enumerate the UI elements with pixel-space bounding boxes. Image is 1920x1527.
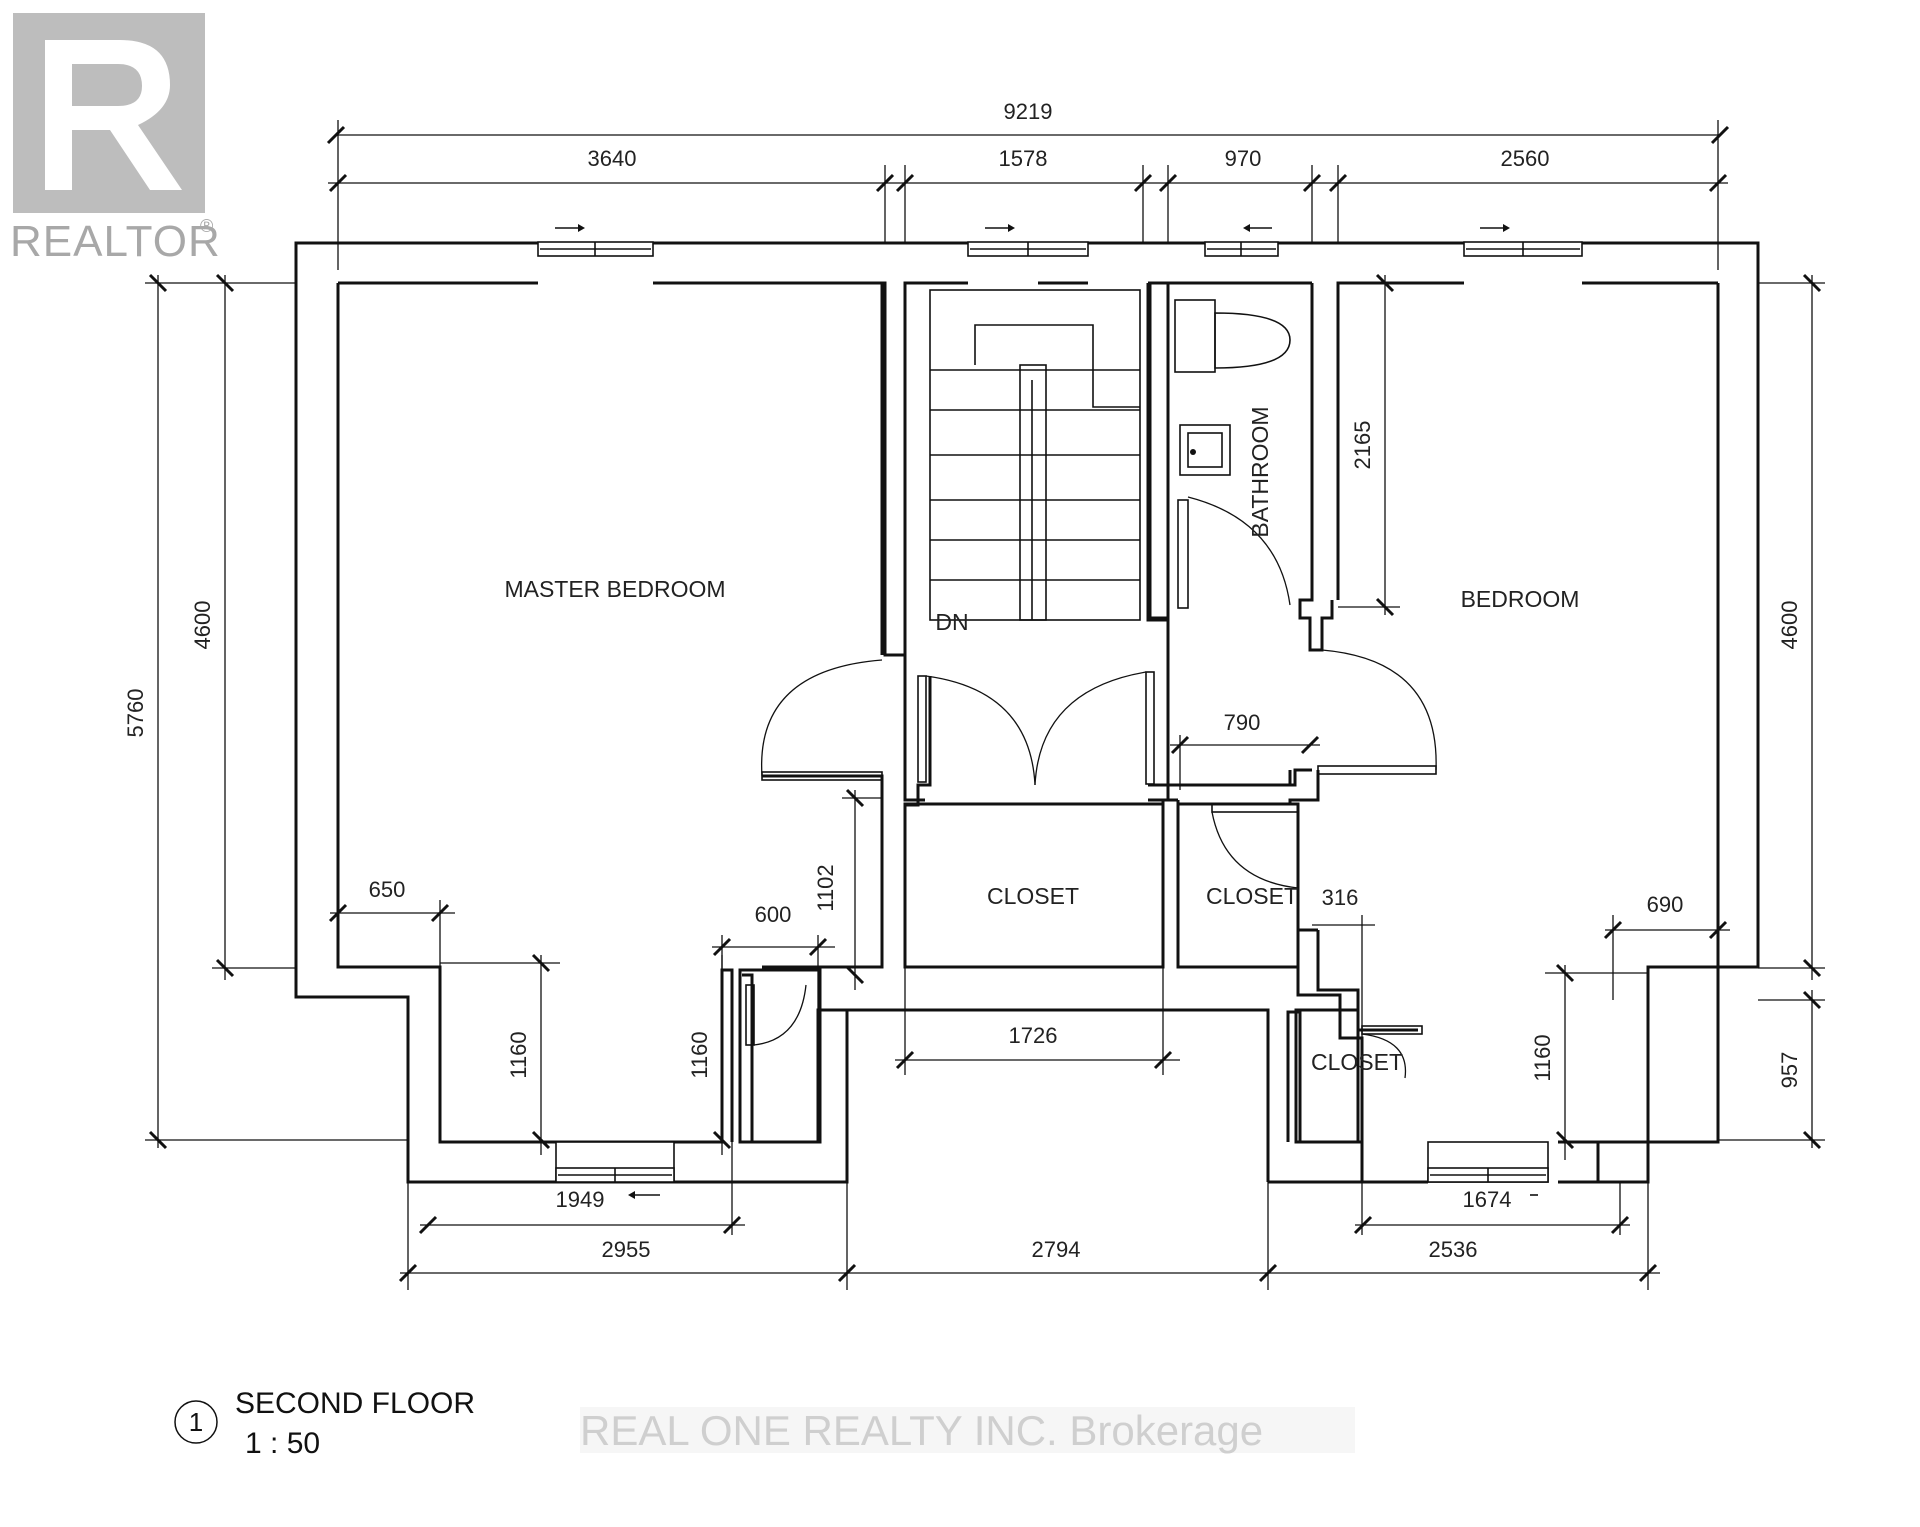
dim-overall-width: 9219 [1004,99,1053,124]
logo-registered-mark: ® [200,216,213,236]
dim-top-3: 970 [1225,146,1262,171]
doors [745,649,1437,1079]
window-stair-top [967,224,1089,257]
title-name: SECOND FLOOR [235,1387,475,1420]
room-closet-right: CLOSET [1206,883,1298,909]
room-bedroom: BEDROOM [1461,586,1580,612]
window-bath-top [1204,224,1279,257]
dim-top-1: 3640 [588,146,637,171]
dim-master-closet-depth: 1160 [687,1031,712,1078]
window-master-bottom [555,1141,675,1199]
dim-bath-right: 2165 [1350,421,1375,470]
master-closet-walls [738,968,822,1144]
title-number-circle [174,1400,218,1444]
window-bedroom-bottom [1427,1141,1549,1196]
dim-bottom-1: 2955 [602,1237,651,1262]
dim-top-2: 1578 [999,146,1048,171]
dim-master-bay: 1160 [506,1031,531,1078]
staircase [929,289,1141,621]
room-closet-lower: CLOSET [1311,1049,1403,1075]
dim-corridor: 1726 [1009,1023,1058,1048]
dim-bottom-2: 2794 [1032,1237,1081,1262]
room-labels: MASTER BEDROOM BATHROOM BEDROOM CLOSET C… [504,406,1579,1075]
dim-master-closet-width: 600 [755,902,792,927]
window-bedroom-top [1463,224,1583,257]
dim-master-jog: 650 [369,877,406,902]
dimension-lines [145,120,1825,1290]
realtor-logo: REALTOR ® [10,13,221,266]
dim-bedroom-jog: 690 [1647,892,1684,917]
dim-top-4: 2560 [1501,146,1550,171]
dim-bedroom-door: 790 [1224,710,1261,735]
logo-text: REALTOR [10,217,221,266]
dim-master-window: 1949 [556,1187,605,1212]
dim-bedroom-window: 1674 [1463,1187,1512,1212]
dim-right-upper: 4600 [1777,601,1802,650]
closet-center-walls [903,802,1165,969]
stair-direction-label: DN [935,609,968,635]
dim-closet-316: 316 [1322,885,1359,910]
dim-left-overall: 5760 [123,689,148,738]
dim-bedroom-bay: 1160 [1530,1034,1555,1081]
room-closet-center: CLOSET [987,883,1079,909]
dim-closet-corridor: 1102 [813,864,838,911]
dim-right-lower: 957 [1777,1052,1802,1089]
room-master-bedroom: MASTER BEDROOM [504,576,725,602]
title-scale: 1 : 50 [245,1427,320,1460]
room-bathroom: BATHROOM [1247,406,1273,537]
windows [537,224,1583,1199]
closet-lower-walls [1294,1008,1360,1144]
watermark-text: REAL ONE REALTY INC. Brokerage [580,1407,1263,1454]
bathroom-fixtures [1174,299,1291,609]
drawing-title: 1 SECOND FLOOR 1 : 50 [174,1387,475,1460]
interior-walls [762,283,1418,1142]
title-number: 1 [189,1407,203,1437]
dim-left-upper: 4600 [190,601,215,650]
watermark: REAL ONE REALTY INC. Brokerage [580,1407,1355,1454]
window-master-top [537,224,654,257]
dimension-labels: 9219 3640 1578 970 2560 5760 4600 4600 9… [123,99,1802,1262]
dim-bottom-3: 2536 [1429,1237,1478,1262]
